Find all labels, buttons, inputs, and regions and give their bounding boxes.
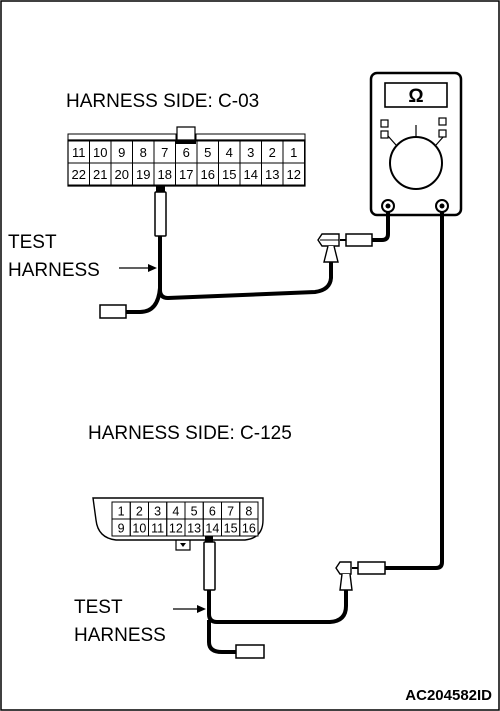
c125-pin-label: 14 [205,522,219,536]
c125-pin-label: 2 [136,505,143,519]
connector-c125-key [175,540,191,551]
c03-pin-label: 19 [136,167,150,182]
range-mark-4 [438,129,447,138]
test-harness-top-wire [158,236,333,301]
c125-pin-label: 11 [151,522,164,536]
c03-pin-label: 3 [247,145,254,160]
c125-pin-label: 8 [245,505,252,519]
meter-lead-top-clip-jaw [323,245,339,263]
meter-lead-top [317,212,390,263]
meter-lead-top-probe [345,233,373,247]
c03-pin-label: 5 [204,145,211,160]
c125-pin-label: 1 [118,505,125,519]
c03-pin-label: 12 [287,167,301,182]
probe-bottom-body [203,541,216,591]
meter-lead-bottom-probe [357,561,386,575]
test-harness-bottom-label-1: TEST [74,597,123,618]
c03-pin-label: 14 [244,167,258,182]
meter-lead-bottom-clip [335,561,352,575]
c125-pin-label: 9 [118,522,125,536]
test-harness-top-plug [99,304,127,319]
c03-pin-label: 18 [158,167,172,182]
c03-pin-label: 21 [93,167,107,182]
c03-pin-label: 4 [226,145,233,160]
c03-pin-label: 9 [118,145,125,160]
c03-pin-label: 10 [93,145,107,160]
connector-bottom-title: HARNESS SIDE: C-125 [88,423,292,444]
probe-top-body [154,191,167,237]
dial-tick-left [387,135,397,146]
c03-pin-label: 11 [72,145,86,160]
meter-lead-top-wire [370,212,390,242]
range-mark-2 [380,130,389,139]
test-harness-top-lead [125,287,162,314]
c125-pin-label: 7 [227,505,234,519]
connector-c03-lock-bar [176,140,196,144]
test-harness-top-label-1: TEST [8,232,57,253]
c125-pin-label: 5 [191,505,198,519]
range-mark-3 [438,117,447,126]
range-mark-1 [380,119,389,128]
test-harness-top [99,186,333,319]
c125-pin-label: 12 [169,522,183,536]
ohmmeter: Ω [369,71,463,217]
test-harness-bottom-wire [207,590,348,624]
c03-pin-label: 2 [269,145,276,160]
c03-pin-label: 20 [115,167,129,182]
connector-top-title: HARNESS SIDE: C-03 [66,91,259,112]
c125-pin-label: 10 [132,522,146,536]
test-harness-top-label-2: HARNESS [8,260,100,281]
connector-c03-top-edge [67,133,306,140]
c03-cell [282,162,305,186]
c03-pin-label: 16 [201,167,215,182]
meter-lead-bottom-clip-jaw [339,573,353,591]
connector-c03-lock-tab [176,126,196,140]
figure-id: AC204582ID [405,687,492,704]
c03-pin-label: 15 [222,167,236,182]
meter-lead-bottom [335,212,444,591]
c125-pin-label: 4 [172,505,179,519]
c125-pin-label: 16 [242,522,256,536]
c125-pin-label: 3 [154,505,161,519]
probe-bottom-tip [205,536,213,542]
c125-cell [239,518,259,537]
c125-pin-label: 15 [224,522,238,536]
c03-pin-label: 13 [265,167,279,182]
test-harness-bottom-label-2: HARNESS [74,625,166,646]
c03-pin-label: 7 [161,145,168,160]
probe-top-tip [156,186,165,192]
meter-lead-bottom-wire [384,212,444,570]
c03-pin-label: 17 [179,167,193,182]
c03-pin-label: 8 [140,145,147,160]
ohm-symbol: Ω [408,86,423,107]
test-harness-bottom-plug [235,644,265,659]
test-harness-top-arrow [119,264,157,272]
c125-pin-label: 6 [209,505,216,519]
test-harness-bottom-arrow [173,605,206,613]
test-harness-bottom-lead [207,620,238,654]
c03-pin-label: 1 [290,145,297,160]
ohmmeter-dial [389,136,443,190]
ohmmeter-display [384,82,448,108]
c125-pin-label: 13 [187,522,201,536]
test-harness-bottom [203,536,348,659]
c03-pin-label: 22 [72,167,86,182]
c03-pin-label: 6 [183,145,190,160]
